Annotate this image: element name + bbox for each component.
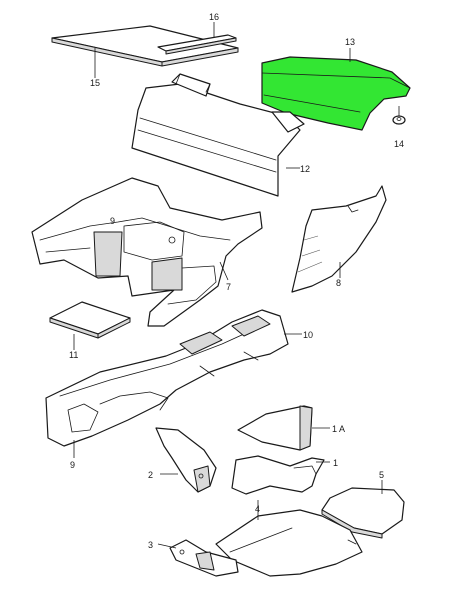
part-16-strip[interactable]	[157, 34, 237, 55]
callout-8: 8	[336, 278, 341, 288]
leader-7	[219, 261, 229, 281]
callout-5: 5	[379, 470, 384, 480]
callout-16: 16	[209, 12, 219, 22]
part-5-rounded-mat[interactable]	[321, 487, 405, 539]
leader-3	[157, 543, 177, 549]
callout-13: 13	[345, 37, 355, 47]
part-11-small-mat[interactable]	[49, 301, 131, 339]
part-3-small-bracket[interactable]	[169, 539, 239, 577]
callout-1a: 1 A	[332, 424, 345, 434]
callout-1: 1	[333, 458, 338, 468]
part-8-side-trim[interactable]	[291, 185, 387, 293]
part-4-large-floor-mat[interactable]	[215, 509, 363, 577]
callout-12: 12	[300, 164, 310, 174]
part-7-floor-carpet[interactable]	[31, 177, 263, 327]
part-12-rear-bulkhead[interactable]	[131, 73, 305, 197]
callout-9-inline: 9	[110, 216, 115, 226]
part-1a-triangular-panel[interactable]	[237, 405, 313, 451]
part-14-clip[interactable]	[392, 115, 406, 125]
callout-11: 11	[69, 350, 78, 360]
callout-7: 7	[226, 282, 231, 292]
part-9-10-tunnel-trim[interactable]	[45, 309, 289, 447]
part-15-floor-panel[interactable]	[51, 25, 239, 67]
callout-2: 2	[148, 470, 153, 480]
callout-14: 14	[394, 139, 404, 149]
callout-9: 9	[70, 460, 75, 470]
callout-15: 15	[90, 78, 100, 88]
callout-4: 4	[255, 504, 260, 514]
callout-10: 10	[303, 330, 313, 340]
part-2-bracket-piece[interactable]	[155, 427, 217, 493]
callout-3: 3	[148, 540, 153, 550]
part-1-side-panel[interactable]	[231, 455, 325, 495]
